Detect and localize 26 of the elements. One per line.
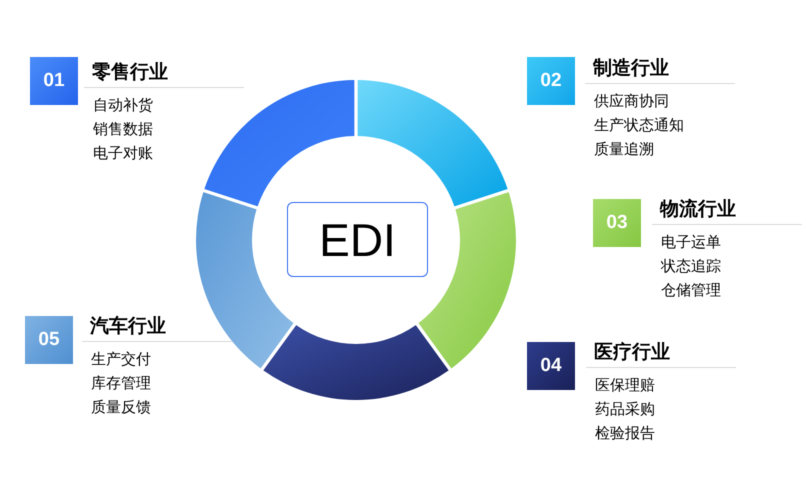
list-item: 药品采购 <box>594 400 655 420</box>
number-badge: 02 <box>527 57 575 105</box>
list-item: 检验报告 <box>594 424 655 444</box>
category-heading: 汽车行业 <box>88 316 166 338</box>
number-badge: 03 <box>593 199 641 247</box>
list-item: 状态追踪 <box>660 257 721 277</box>
list-item: 电子运单 <box>660 233 721 253</box>
number-badge: 01 <box>30 57 78 105</box>
category-heading: 医疗行业 <box>593 342 670 364</box>
category-heading: 物流行业 <box>658 199 736 221</box>
category-heading: 制造行业 <box>592 58 669 80</box>
list-item: 生产交付 <box>90 350 151 370</box>
list-item: 医保理赔 <box>594 376 655 396</box>
list-item: 自动补货 <box>92 96 153 116</box>
list-item: 库存管理 <box>90 374 151 394</box>
list-item: 质量反馈 <box>90 398 151 418</box>
list-item: 供应商协同 <box>593 92 669 112</box>
list-item: 电子对账 <box>92 144 153 164</box>
list-item: 生产状态通知 <box>593 116 684 136</box>
list-item: 销售数据 <box>92 120 153 140</box>
category-heading: 零售行业 <box>91 62 168 84</box>
list-item: 仓储管理 <box>660 281 721 301</box>
center-box: EDI <box>287 202 428 277</box>
number-badge: 05 <box>25 316 73 364</box>
list-item: 质量追溯 <box>593 140 654 160</box>
number-badge: 04 <box>527 342 575 390</box>
